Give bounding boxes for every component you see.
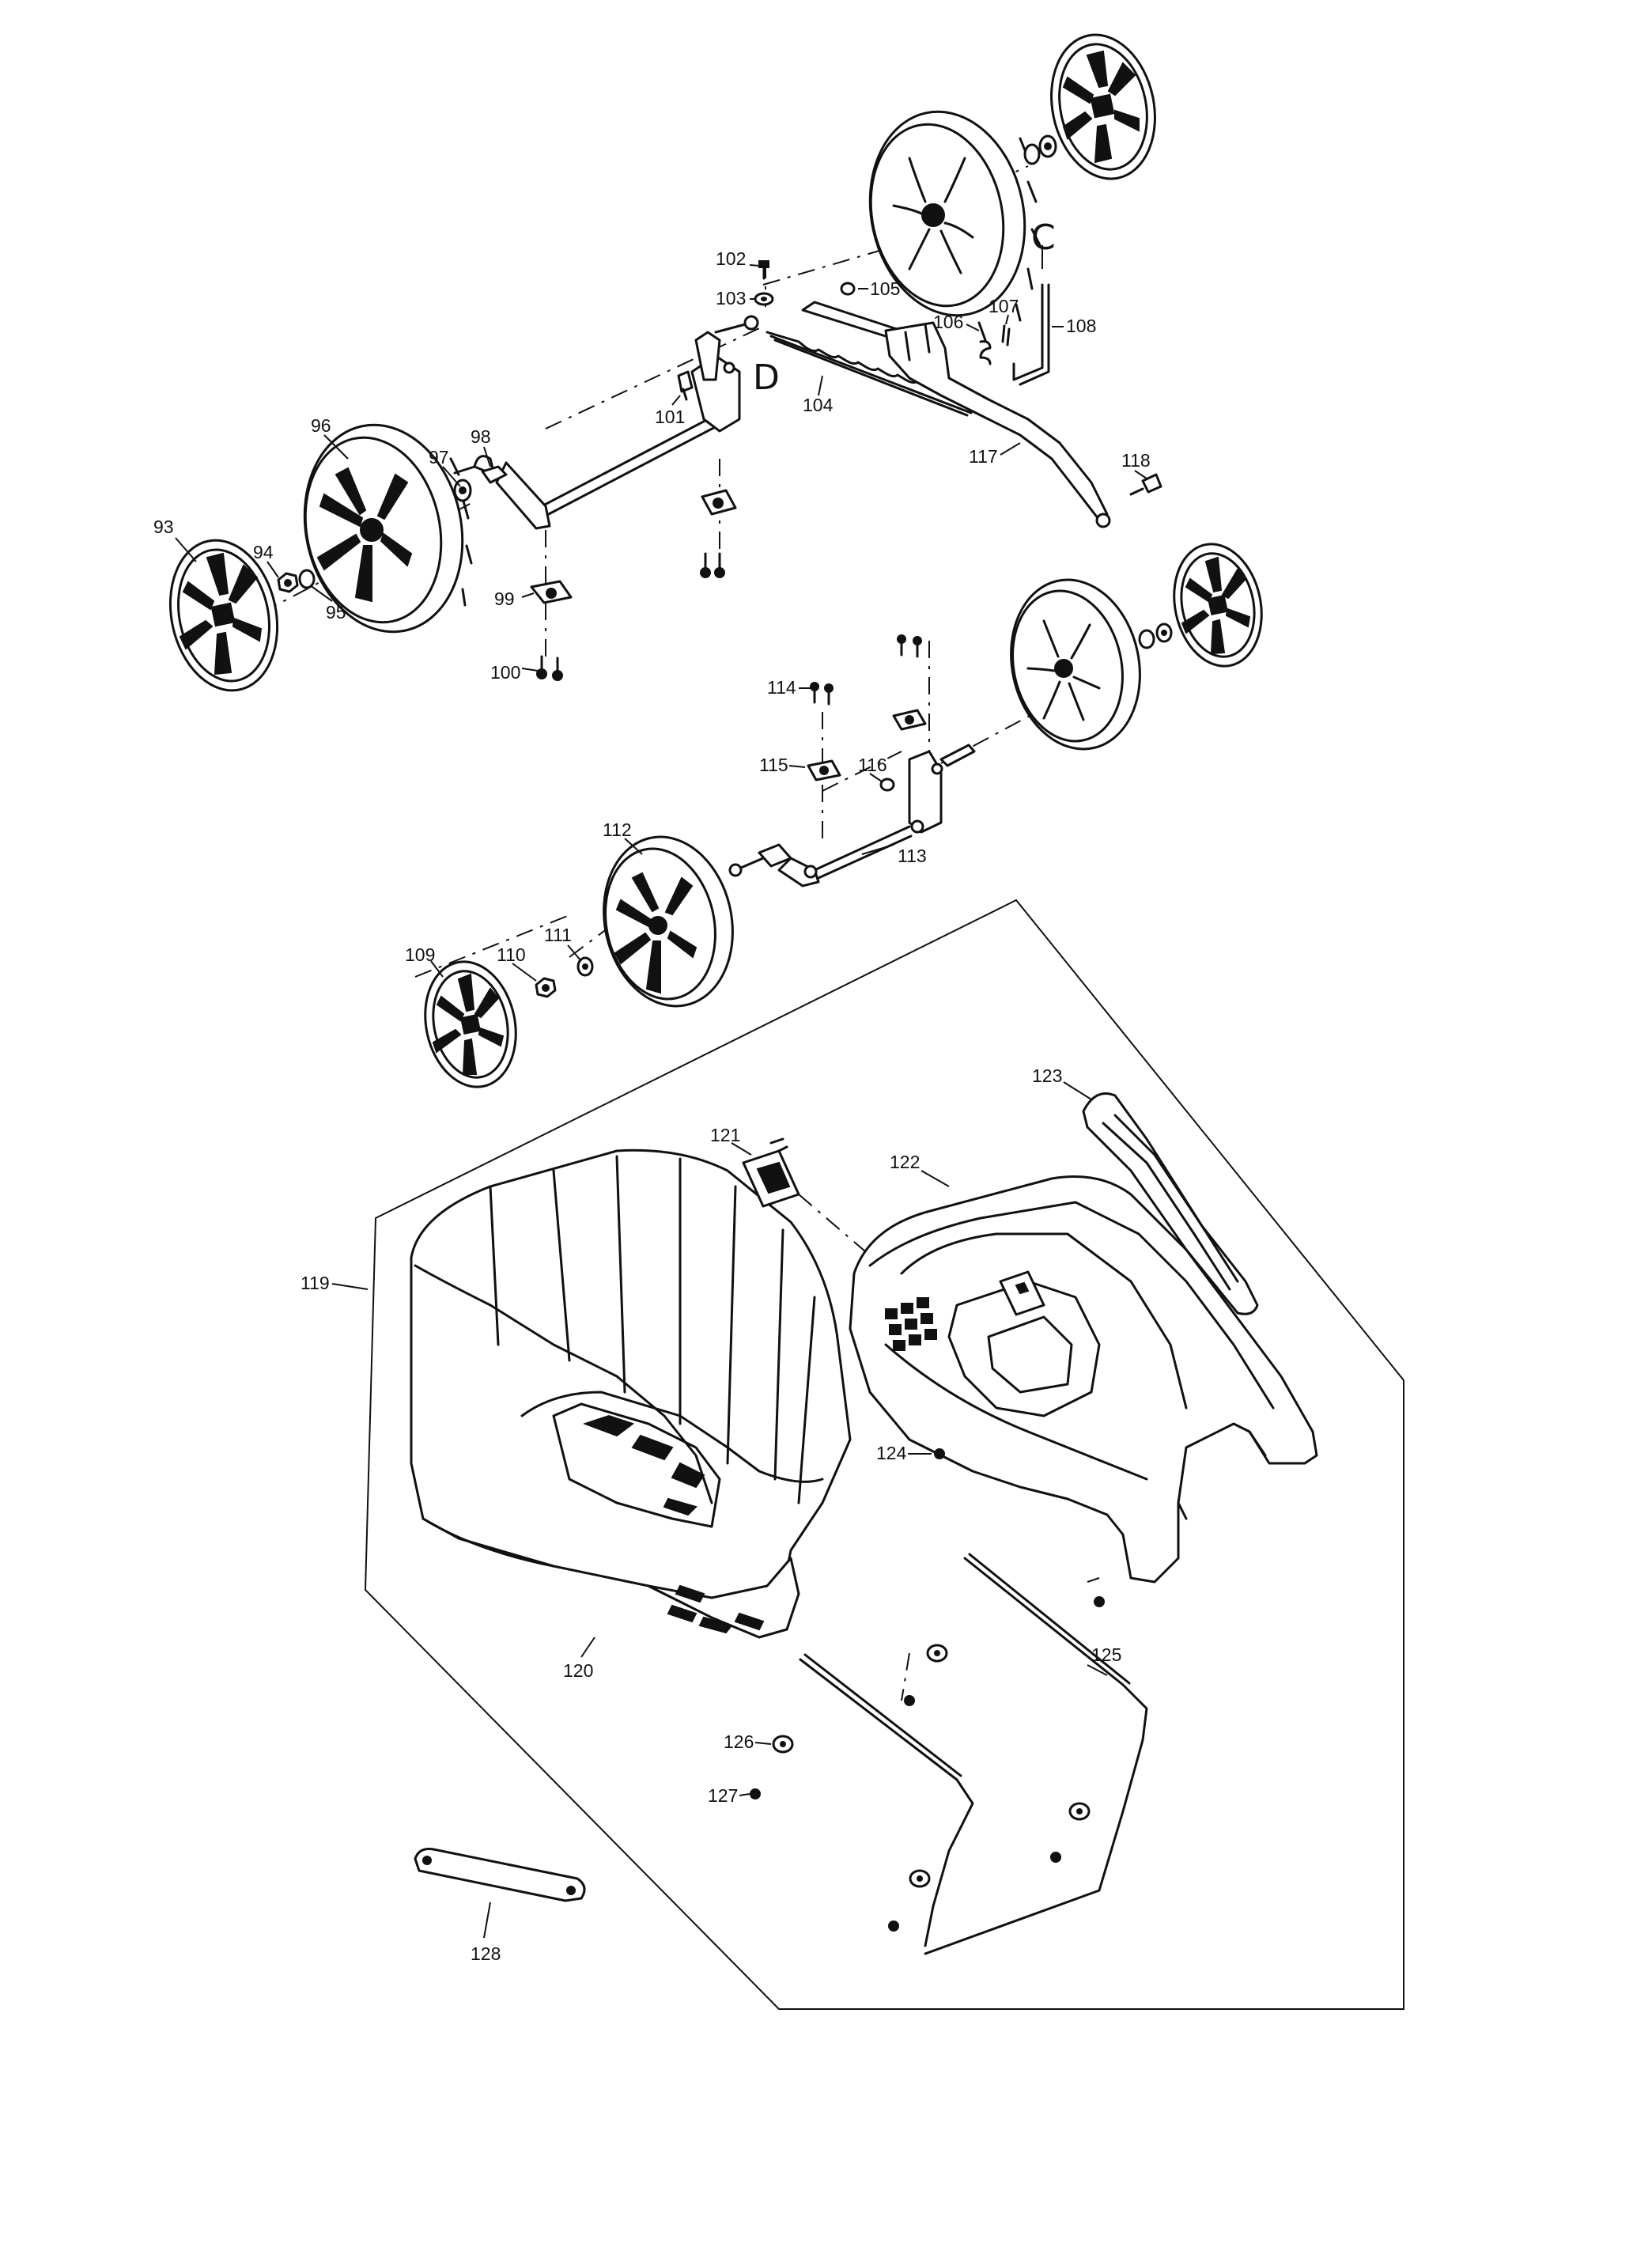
clamp-99 — [530, 580, 573, 604]
callout-117: 117 — [969, 446, 998, 467]
grass-box-lip-120 — [647, 1557, 800, 1639]
screws-upper — [700, 552, 725, 578]
clamp-115 — [807, 759, 841, 781]
washer-103 — [754, 292, 774, 306]
front-right-washer — [1138, 622, 1173, 649]
front-left-wheel — [603, 835, 734, 1008]
handle-123 — [1082, 1092, 1259, 1315]
housing-122 — [849, 1175, 1318, 1584]
rear-left-hubcap — [168, 539, 279, 692]
callout-96: 96 — [311, 415, 331, 436]
connector-label-c: C — [1031, 218, 1056, 258]
front-right-hubcap — [1173, 543, 1263, 668]
housing-vent-grid — [885, 1297, 937, 1351]
switch-121 — [742, 1137, 800, 1208]
nut-105 — [840, 282, 856, 296]
connector-label-d: D — [753, 358, 780, 398]
lever-117 — [801, 301, 1111, 528]
callout-97: 97 — [429, 447, 449, 467]
front-left-hubcap — [424, 960, 517, 1088]
washer-111 — [576, 956, 594, 977]
rear-right-wheel-washer — [1023, 134, 1057, 165]
grass-box-119 — [410, 1148, 852, 1619]
washer-95 — [298, 569, 316, 589]
callout-103: 103 — [716, 288, 746, 308]
callout-112: 112 — [603, 819, 632, 840]
callout-111: 111 — [544, 925, 572, 945]
front-right-wheel — [1010, 578, 1141, 751]
callout-122: 122 — [890, 1152, 920, 1172]
callout-105: 105 — [870, 278, 900, 299]
callout-123: 123 — [1032, 1065, 1062, 1086]
callout-110: 110 — [497, 944, 526, 965]
callout-127: 127 — [708, 1785, 738, 1806]
screws-100 — [536, 655, 563, 681]
rear-right-hubcap — [1050, 33, 1156, 180]
callout-93: 93 — [153, 517, 174, 537]
callout-118: 118 — [1121, 450, 1151, 471]
callout-94: 94 — [253, 542, 274, 562]
bolt-101 — [677, 370, 694, 401]
callout-98: 98 — [471, 426, 491, 447]
screws-front-right — [897, 634, 922, 658]
callout-109: 109 — [405, 944, 435, 965]
callout-126: 126 — [724, 1731, 754, 1752]
callout-108: 108 — [1066, 316, 1096, 336]
callout-101: 101 — [655, 407, 685, 427]
pin-107 — [1001, 324, 1011, 346]
rear-axle — [453, 315, 759, 530]
rear-right-wheel — [868, 110, 1041, 322]
callout-121: 121 — [710, 1125, 740, 1145]
clamp-front-right — [892, 709, 927, 731]
callout-115: 115 — [759, 755, 788, 775]
spring-106 — [977, 321, 992, 365]
bolt-102 — [758, 260, 769, 280]
front-axle-113 — [728, 744, 976, 887]
callout-125: 125 — [1091, 1644, 1121, 1665]
rod-108 — [1012, 283, 1050, 386]
callout-124: 124 — [876, 1443, 907, 1463]
bolt-118 — [1129, 473, 1162, 496]
callout-95: 95 — [326, 602, 346, 622]
assembly-group-outline — [364, 899, 1404, 2010]
callout-113: 113 — [898, 846, 927, 866]
nut-116 — [879, 778, 895, 792]
callout-102: 102 — [716, 248, 746, 269]
part-callouts: 93 94 95 96 97 98 99 100 101 102 103 104… — [153, 248, 1151, 1964]
leader-lines — [175, 245, 1147, 1939]
axle-stub-98 — [481, 465, 508, 484]
nut-110 — [535, 977, 557, 998]
callout-119: 119 — [301, 1273, 330, 1293]
callout-99: 99 — [494, 588, 515, 609]
strap-128 — [414, 1848, 586, 1902]
callout-120: 120 — [563, 1660, 593, 1681]
callout-116: 116 — [858, 755, 887, 775]
callout-100: 100 — [490, 662, 520, 683]
screws-127 — [750, 1448, 1105, 1932]
callout-128: 128 — [471, 1943, 501, 1964]
clamp-upper — [701, 489, 737, 516]
rear-left-wheel — [303, 423, 473, 634]
nut-94 — [277, 572, 299, 593]
callout-107: 107 — [989, 296, 1019, 316]
callout-114: 114 — [767, 677, 796, 698]
washers-126 — [772, 1644, 1091, 1888]
callout-104: 104 — [803, 395, 834, 415]
callout-106: 106 — [933, 312, 963, 332]
handle-bar-125 — [799, 1553, 1148, 1955]
screws-114 — [810, 682, 834, 706]
